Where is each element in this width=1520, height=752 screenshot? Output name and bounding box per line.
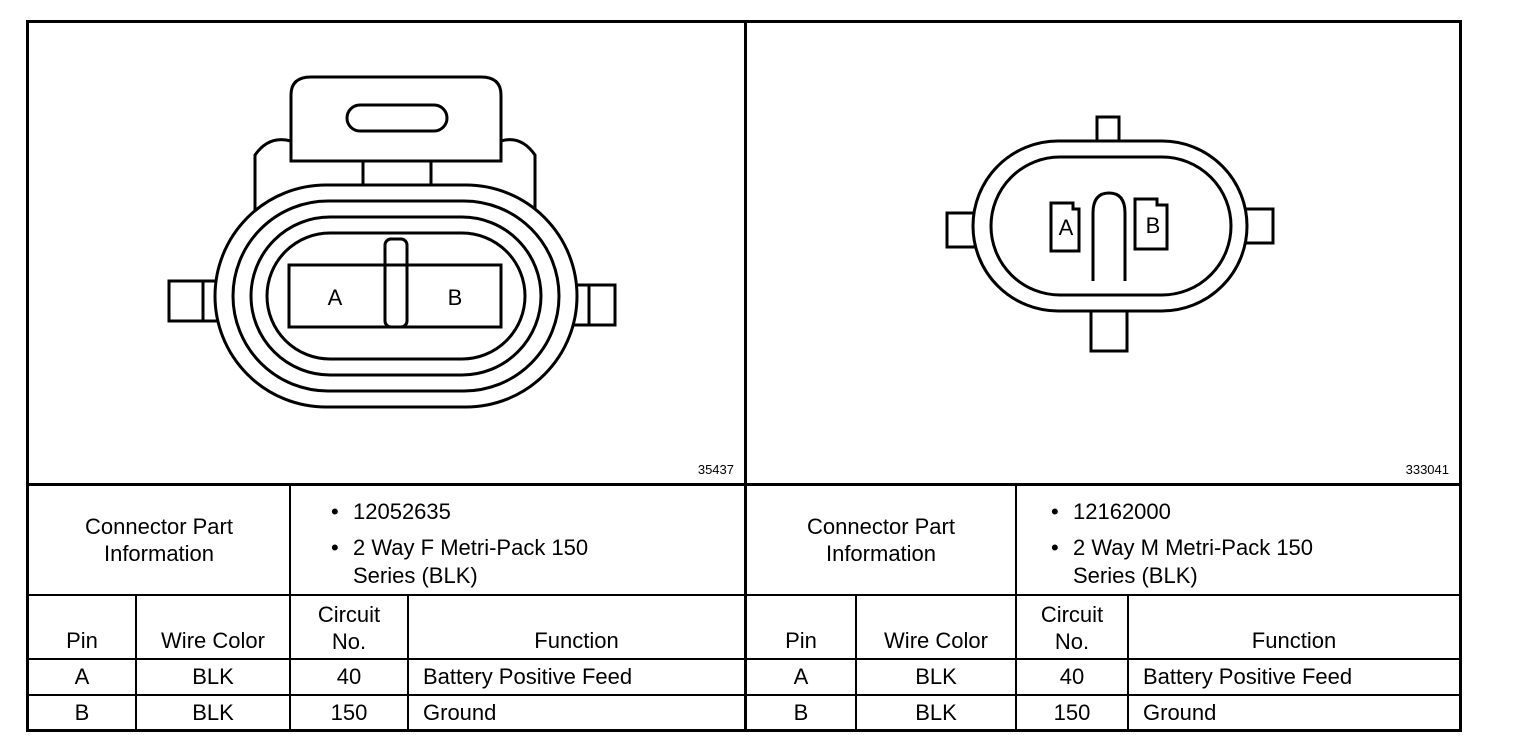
connector-diagram-frame: A B 35437 A B 3330 [26,20,1462,732]
figure-id: 333041 [1405,462,1449,477]
male-connector-drawing: A B [945,115,1275,353]
female-connector-table: Connector Part Information •12052635 •2 … [29,483,747,729]
male-connector-panel: A B 333041 [747,23,1459,483]
part-number: •12052635 [331,499,451,524]
header-wire-color: Wire Color [161,628,265,653]
figure-id: 35437 [697,462,734,477]
part-description: •2 Way M Metri-Pack 150 Series (BLK) [1051,535,1314,588]
header-function: Function [534,628,619,653]
row-a-function: Battery Positive Feed [423,664,633,689]
header-pin: Pin [785,628,817,653]
part-info-label: Connector Part Information [85,514,233,566]
row-a-wire-color: BLK [915,664,957,689]
row-b-function: Ground [1143,700,1217,725]
header-wire-color: Wire Color [884,628,988,653]
header-function: Function [1251,628,1337,653]
pin-label-b: B [1146,213,1161,238]
row-b-circuit: 150 [330,700,368,725]
part-info-label: Connector Part Information [807,514,955,566]
pin-label-a: A [1059,215,1074,240]
header-circuit: Circuit No. [317,602,381,654]
header-pin: Pin [66,628,98,653]
row-a-circuit: 40 [336,664,362,689]
row-b-circuit: 150 [1053,700,1091,725]
pin-label-a: A [328,285,343,310]
row-a-function: Battery Positive Feed [1143,664,1353,689]
part-number: •12162000 [1051,499,1171,524]
row-a-pin: A [793,664,809,689]
row-a-wire-color: BLK [192,664,234,689]
row-b-function: Ground [423,700,497,725]
row-a-pin: A [74,664,90,689]
row-b-wire-color: BLK [915,700,957,725]
row-a-circuit: 40 [1059,664,1085,689]
header-circuit: Circuit No. [1040,602,1104,654]
row-b-wire-color: BLK [192,700,234,725]
pin-label-b: B [448,285,463,310]
female-connector-panel: A B 35437 [29,23,747,483]
male-connector-table: Connector Part Information •12162000 •2 … [747,483,1459,729]
row-b-pin: B [74,700,90,725]
part-description: •2 Way F Metri-Pack 150 Series (BLK) [331,535,589,588]
female-connector-drawing: A B [167,75,617,409]
row-b-pin: B [793,700,809,725]
